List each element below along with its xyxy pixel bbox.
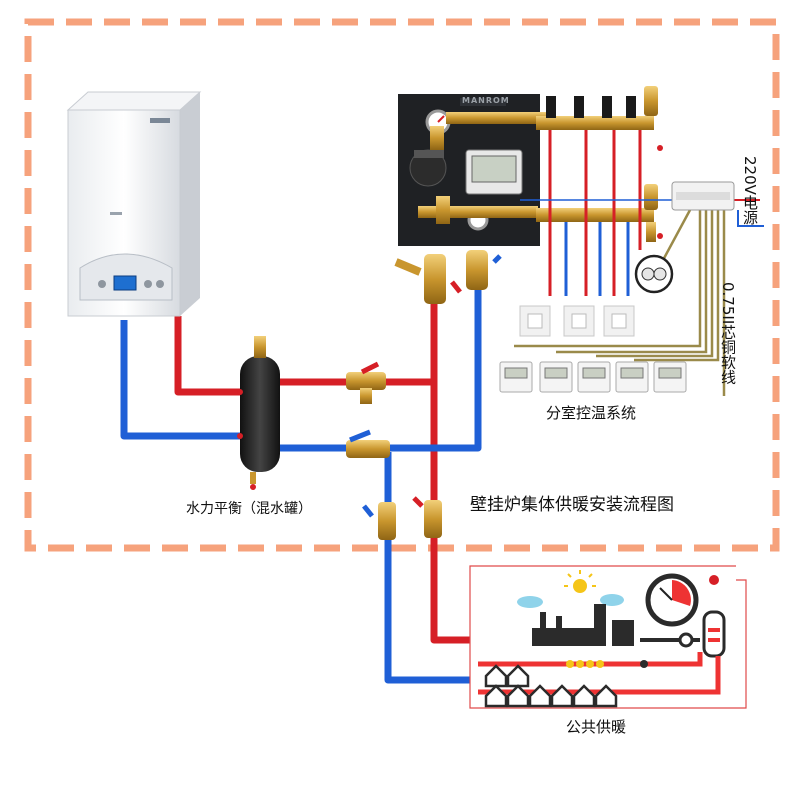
factory-icon	[532, 604, 634, 646]
houses	[484, 664, 618, 708]
sun-icon	[564, 570, 596, 593]
hydraulic-separator	[237, 336, 280, 490]
pressure-gauge-icon	[645, 573, 699, 627]
house-icon	[550, 684, 574, 708]
room-thermostat	[653, 361, 687, 393]
heater-icon	[702, 610, 726, 658]
room-actuator	[519, 305, 551, 337]
power-supply-label: 220V电源	[741, 156, 759, 225]
cloud-icon	[600, 594, 624, 606]
manifold-return-riser	[396, 288, 482, 452]
return-valve	[346, 429, 390, 458]
control-wiring	[514, 209, 726, 396]
cable-cross-section	[634, 254, 674, 294]
room-actuator	[563, 305, 595, 337]
house-icon	[484, 664, 508, 688]
wall-hung-boiler	[66, 91, 202, 317]
public-return-valve	[362, 502, 396, 540]
public-heating-label: 公共供暖	[566, 718, 627, 736]
public-return-pipe	[384, 452, 470, 684]
supply-valve	[346, 361, 386, 404]
manifold-brand-label: MANROM	[462, 96, 510, 105]
thermostat-system-label: 分室控温系统	[546, 404, 637, 422]
room-thermostat	[577, 361, 611, 393]
room-actuators	[519, 305, 635, 337]
house-icon	[506, 664, 530, 688]
room-actuator	[603, 305, 635, 337]
valve-set	[346, 250, 502, 540]
system-boundary-border	[24, 18, 780, 552]
room-thermostat	[539, 361, 573, 393]
power-cable	[730, 199, 764, 227]
public-supply-valve	[412, 496, 442, 538]
supply-manifold-bar	[536, 116, 654, 130]
public-heating-illustration	[469, 565, 747, 709]
room-thermostat	[499, 361, 533, 393]
hydraulic-separator-label: 水力平衡（混水罐）	[186, 501, 312, 517]
manifold-supply-riser	[430, 304, 470, 644]
house-icon	[484, 684, 508, 708]
boiler-return-pipe	[120, 320, 244, 440]
copper-wire-label: 0.75II芯铜软线	[719, 282, 737, 385]
diagram-title: 壁挂炉集体供暖安装流程图	[470, 495, 674, 515]
room-thermostats	[499, 361, 687, 393]
pipe-network	[120, 288, 482, 684]
boiler-supply-pipe	[174, 316, 244, 396]
house-icon	[594, 684, 618, 708]
manifold-inlet-valves	[394, 250, 502, 304]
boiler-display	[113, 275, 137, 291]
return-manifold-bar	[536, 208, 654, 222]
room-thermostat	[615, 361, 649, 393]
cloud-icon	[517, 596, 543, 608]
house-icon	[506, 684, 530, 708]
house-icon	[572, 684, 596, 708]
house-icon	[528, 684, 552, 708]
mixing-manifold-station	[398, 86, 720, 296]
